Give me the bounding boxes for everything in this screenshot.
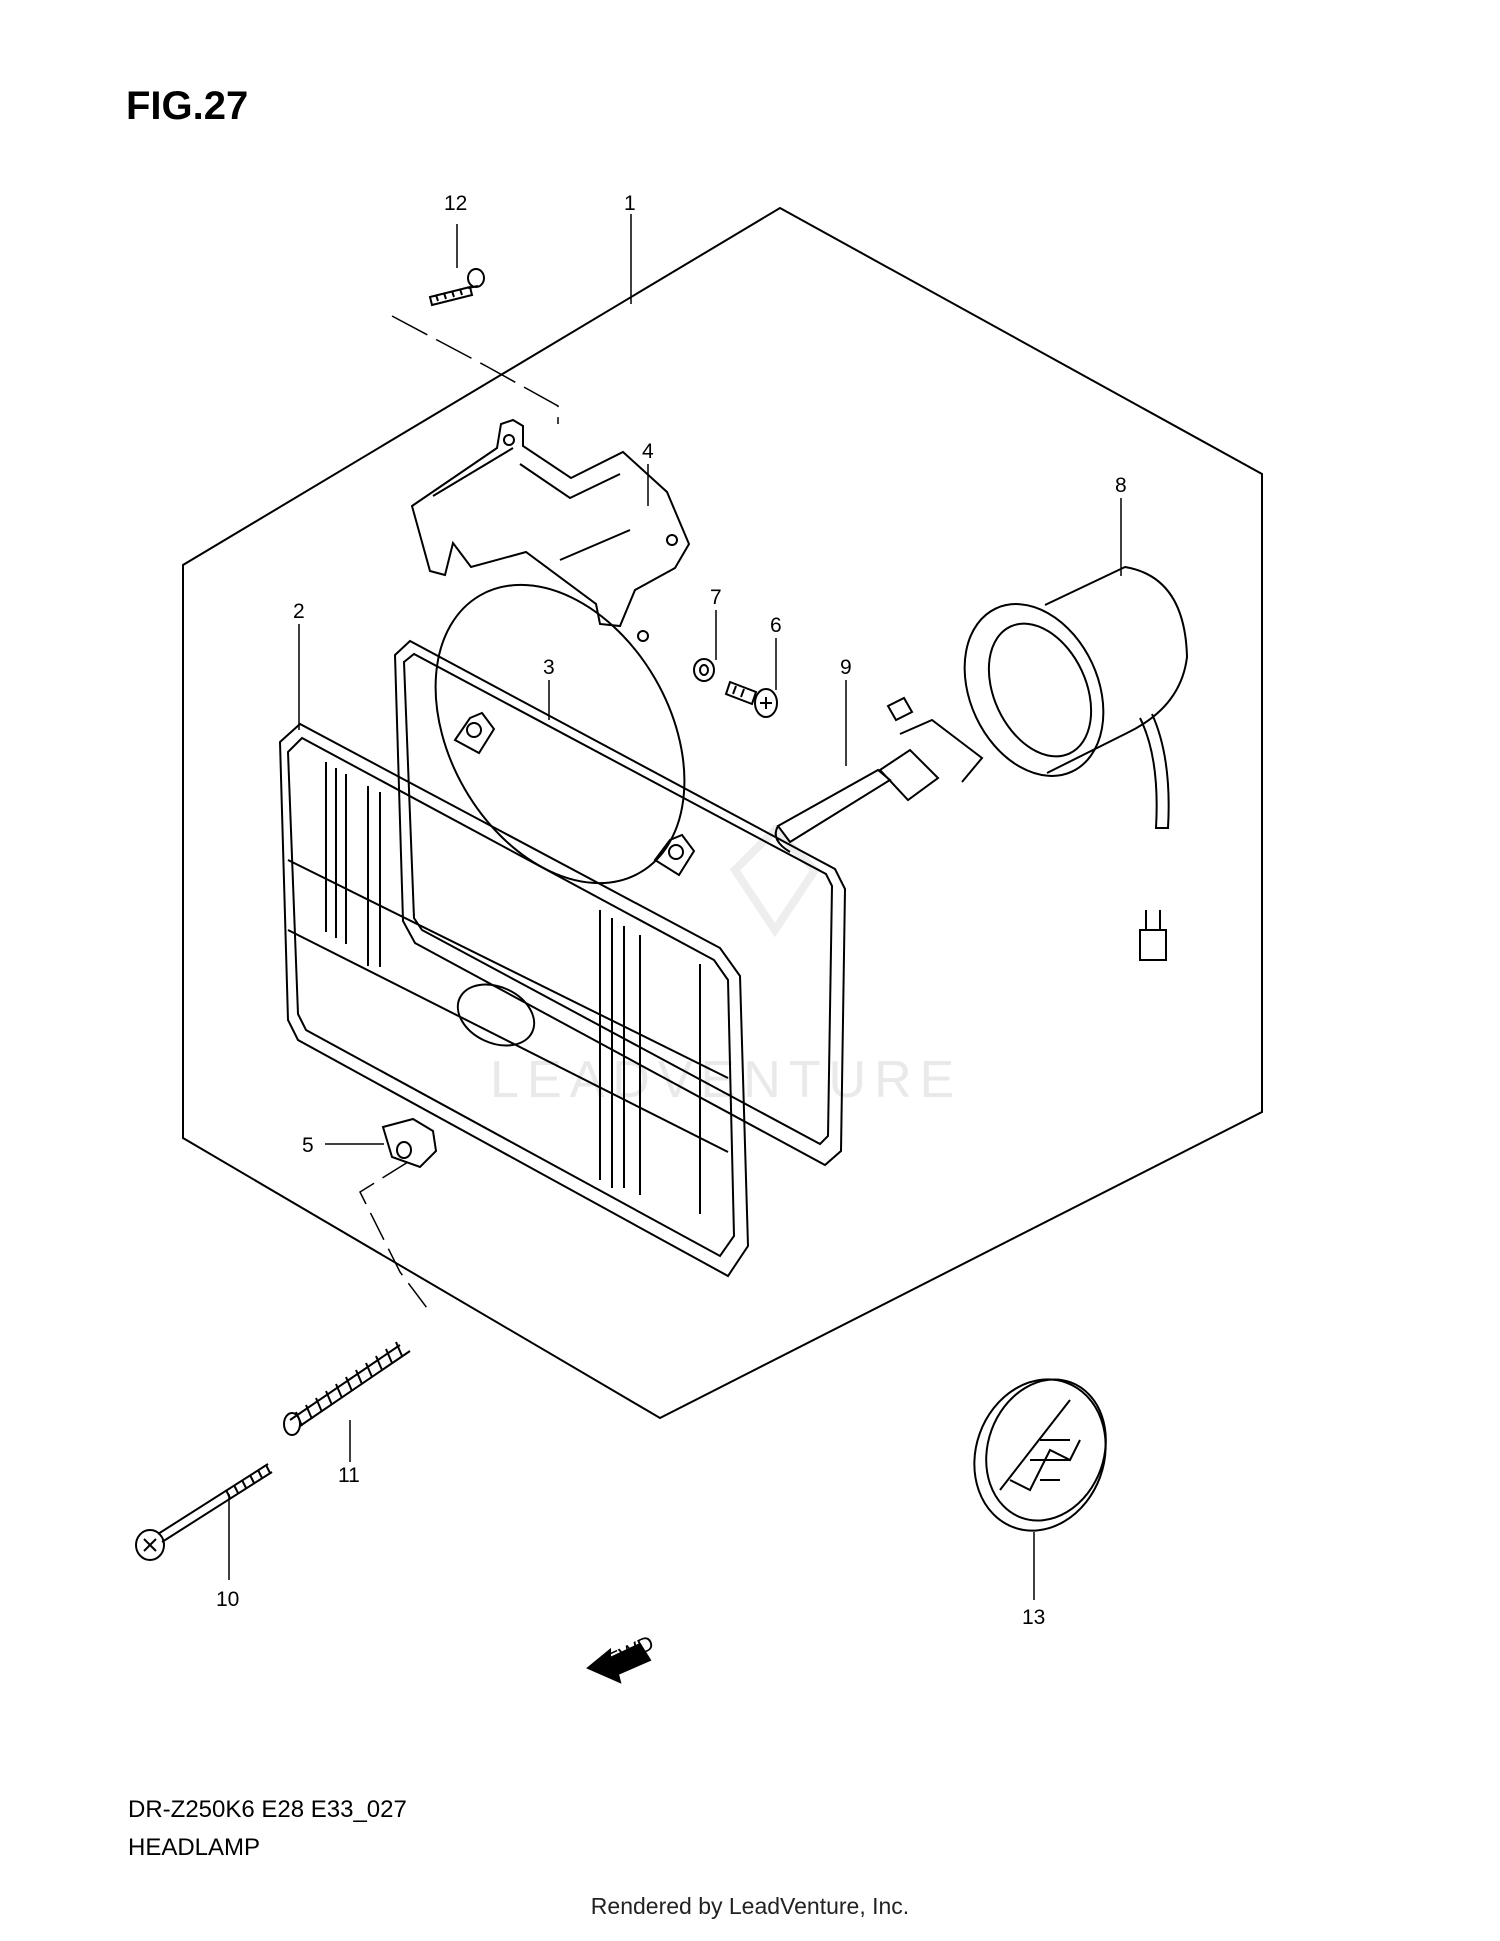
headlamp-lens-2	[278, 722, 750, 1278]
screw-6	[724, 680, 778, 718]
callout-4: 4	[642, 440, 654, 463]
assembly-name-label: HEADLAMP	[128, 1834, 261, 1861]
fwd-arrow-icon: FWD	[586, 1631, 657, 1684]
callout-1: 1	[624, 192, 636, 215]
callout-11: 11	[338, 1464, 360, 1487]
housing-3	[393, 583, 847, 1167]
socket-8	[963, 565, 1189, 961]
leader-12-dashed	[391, 315, 559, 424]
callout-12: 12	[444, 192, 467, 215]
bulb-9	[774, 696, 984, 853]
washer-7	[693, 658, 715, 682]
callout-8: 8	[1115, 474, 1127, 497]
callout-13: 13	[1022, 1606, 1045, 1629]
spring-11	[283, 1341, 411, 1436]
callout-6: 6	[770, 614, 782, 637]
model-code-label: DR-Z250K6 E28 E33_027	[128, 1796, 407, 1823]
callout-5: 5	[302, 1134, 314, 1157]
screw-10	[135, 1463, 273, 1561]
clip-5	[381, 1117, 438, 1169]
watermark-text: LEADVENTURE	[490, 1051, 962, 1109]
callout-2: 2	[293, 600, 305, 623]
watermark: LEADVENTURE	[490, 824, 962, 1109]
figure-title: FIG.27	[126, 84, 249, 128]
callout-7: 7	[710, 586, 722, 609]
bracket-4	[410, 418, 691, 642]
rendered-by-footer: Rendered by LeadVenture, Inc.	[590, 1893, 910, 1919]
cap-13	[973, 1378, 1107, 1532]
callout-3: 3	[543, 656, 555, 679]
screw-12	[428, 268, 485, 307]
callout-9: 9	[840, 656, 852, 679]
leader-5-dashed	[359, 1161, 431, 1313]
assembly-outline	[182, 206, 1263, 1420]
leader-lines	[228, 214, 1122, 1600]
callout-10: 10	[216, 1588, 239, 1611]
